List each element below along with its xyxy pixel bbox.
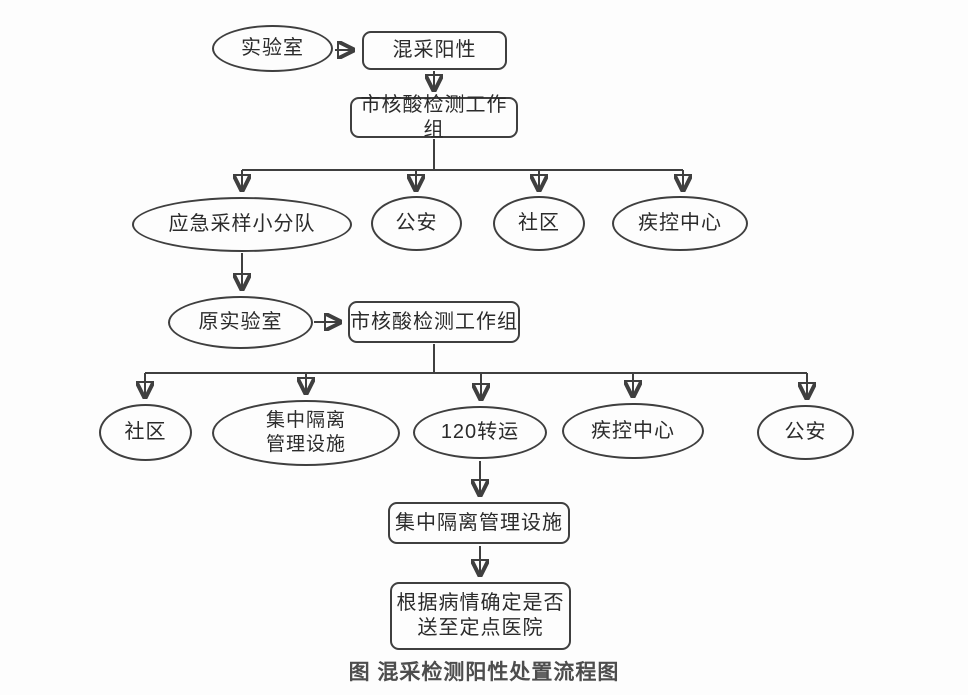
node-transfer-120: 120转运 — [413, 406, 547, 459]
node-community-2: 社区 — [99, 404, 192, 461]
node-hospital-decision: 根据病情确定是否 送至定点医院 — [390, 582, 571, 650]
node-lab: 实验室 — [212, 25, 333, 72]
node-city-testing-group-1: 市核酸检测工作组 — [350, 94, 518, 141]
node-police-2: 公安 — [757, 405, 854, 460]
figure-caption: 图 混采检测阳性处置流程图 — [348, 661, 620, 684]
node-cdc-2: 疾控中心 — [562, 403, 704, 459]
node-isolation-facility-box: 集中隔离管理设施 — [388, 502, 570, 544]
node-emergency-sampling-team: 应急采样小分队 — [132, 197, 352, 252]
node-cdc-1: 疾控中心 — [612, 196, 748, 251]
node-police-1: 公安 — [371, 196, 462, 251]
node-original-lab: 原实验室 — [168, 296, 313, 349]
node-community-1: 社区 — [493, 196, 585, 251]
edge-city-group1-trunk — [242, 139, 683, 171]
node-city-testing-group-2: 市核酸检测工作组 — [348, 301, 520, 343]
edge-city-group2-trunk — [145, 344, 807, 374]
node-mixed-positive: 混采阳性 — [362, 31, 507, 70]
node-isolation-facility-oval: 集中隔离 管理设施 — [212, 400, 400, 466]
